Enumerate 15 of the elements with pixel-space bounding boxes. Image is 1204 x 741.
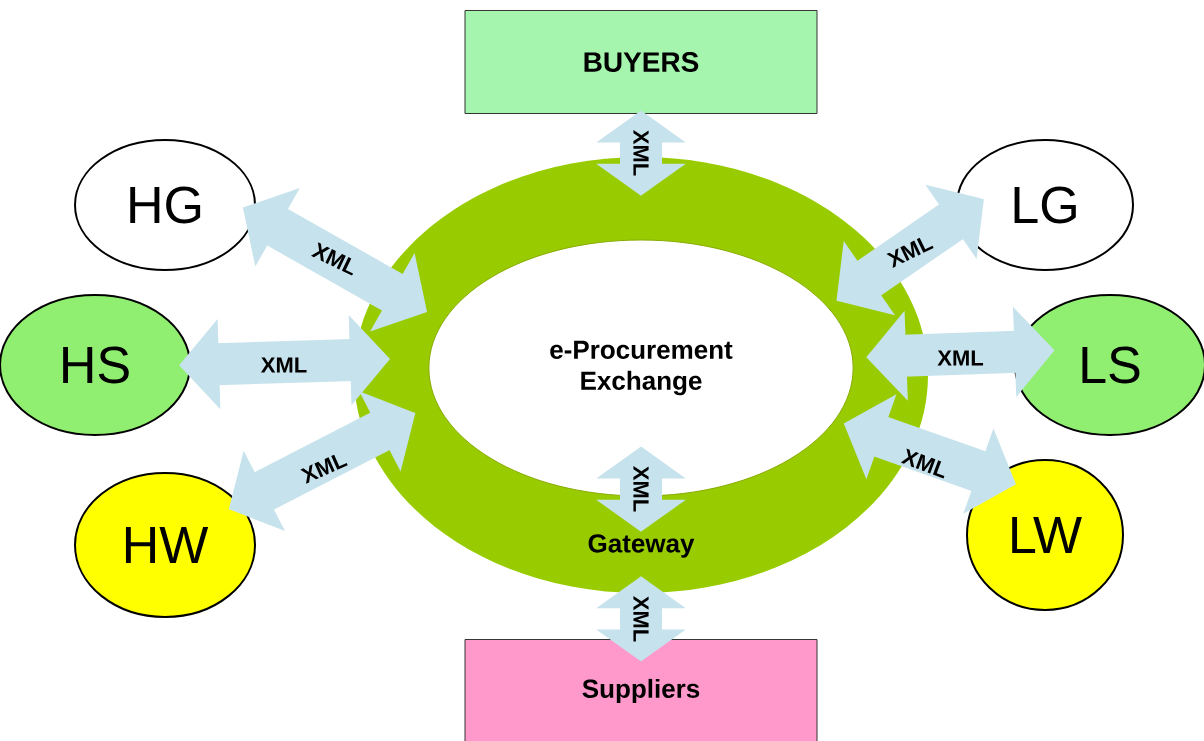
- ellipse-node: LG: [956, 139, 1134, 271]
- double-arrow: [836, 184, 984, 316]
- edge-label: XML: [259, 356, 309, 374]
- edge-label: XML: [632, 128, 650, 178]
- gateway-label: Gateway: [588, 534, 695, 558]
- edge-label: XML: [936, 349, 985, 367]
- ellipse-node: HG: [74, 139, 256, 271]
- edge-label: XML: [309, 240, 361, 278]
- ellipse-node: LW: [966, 459, 1124, 611]
- process-box: BUYERS: [464, 10, 818, 114]
- ellipse-node: HW: [74, 472, 256, 618]
- edge-label: XML: [884, 232, 936, 270]
- edge-label: XML: [298, 449, 350, 486]
- ellipse-node: LS: [1014, 294, 1204, 436]
- edge-label: XML: [899, 447, 951, 480]
